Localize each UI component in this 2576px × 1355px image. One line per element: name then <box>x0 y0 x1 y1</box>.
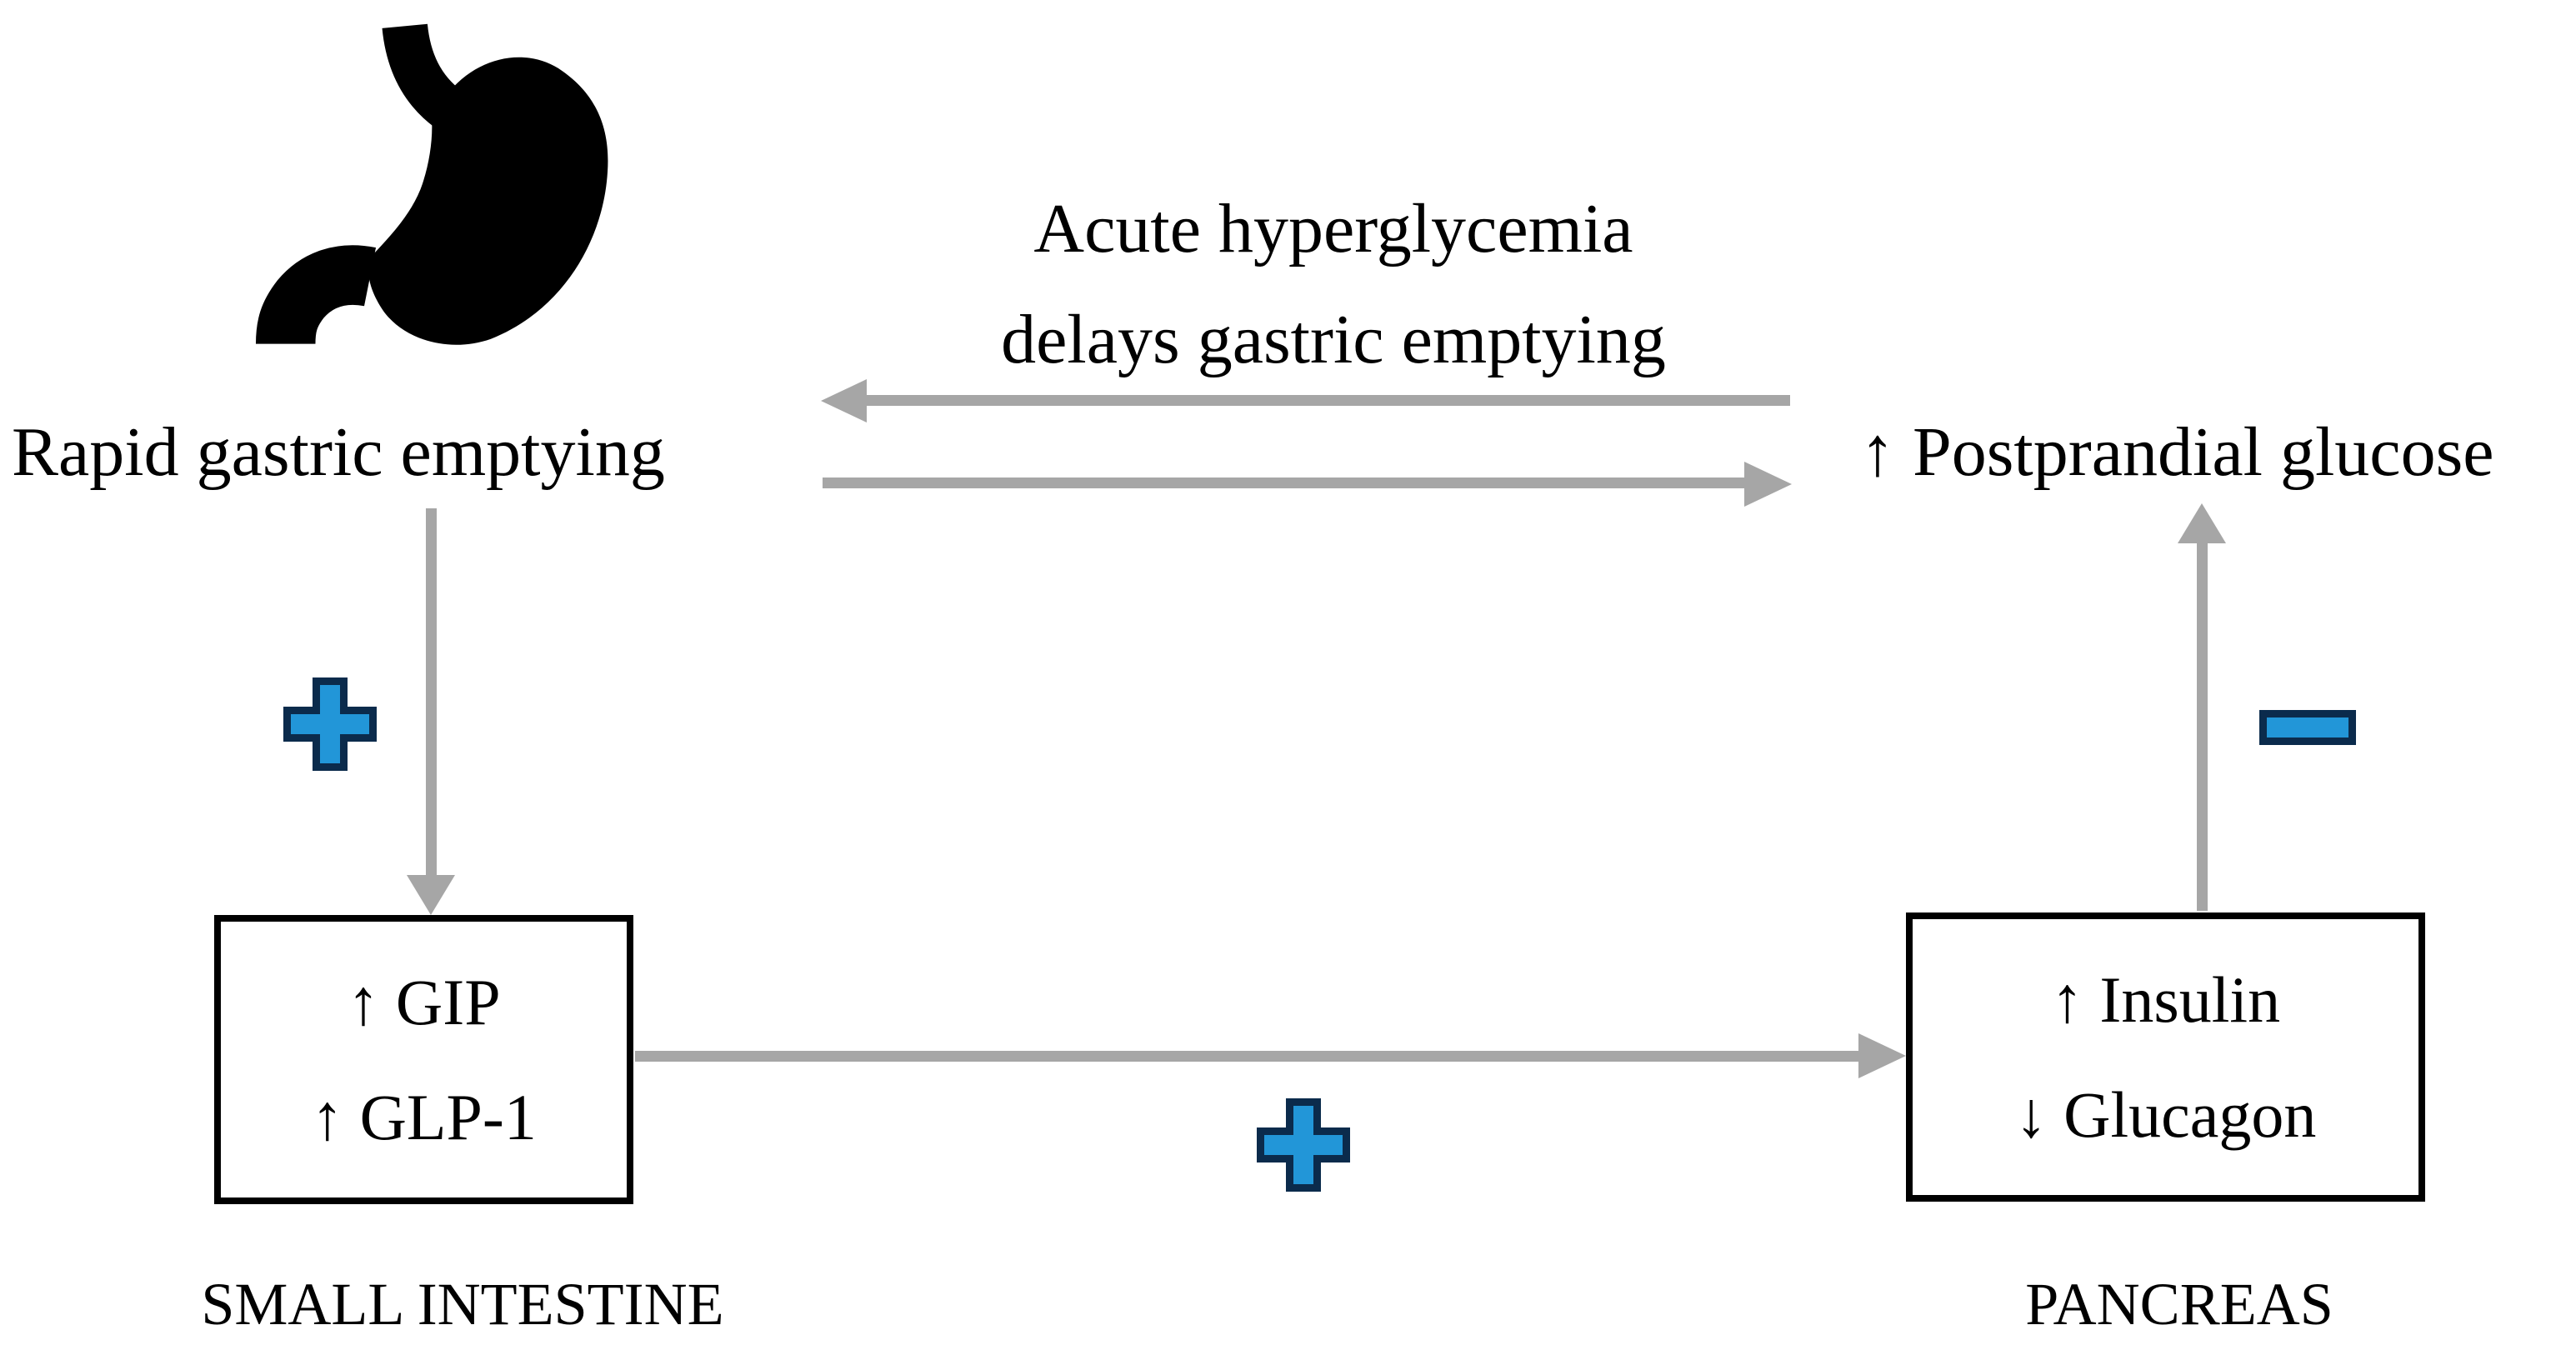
arrow-stomach-to-intestine-head <box>407 875 455 915</box>
rapid-gastric-emptying-label: Rapid gastric emptying <box>12 413 665 491</box>
pancreas-caption: PANCREAS <box>2025 1271 2333 1338</box>
arrow-stomach-to-glucose-head <box>1744 462 1792 507</box>
pancreas-box: ↑ Insulin ↓ Glucagon <box>1906 912 2425 1202</box>
arrow-pancreas-to-glucose-shaft <box>2197 543 2208 911</box>
glp1-label: ↑ GLP-1 <box>311 1080 537 1153</box>
arrow-intestine-to-pancreas-head <box>1858 1033 1906 1078</box>
arrow-stomach-to-intestine-shaft <box>426 508 437 877</box>
feedback-caption: Acute hyperglycemia delays gastric empty… <box>867 173 1800 395</box>
insulin-label: ↑ Insulin <box>2050 962 2281 1036</box>
gip-label: ↑ GIP <box>347 965 501 1038</box>
arrow-stomach-to-glucose-shaft <box>823 478 1744 488</box>
feedback-caption-line2: delays gastric emptying <box>1001 301 1666 378</box>
arrow-pancreas-to-glucose-head <box>2178 503 2226 543</box>
arrow-intestine-to-pancreas-shaft <box>635 1051 1860 1062</box>
small-intestine-box: ↑ GIP ↑ GLP-1 <box>214 915 633 1204</box>
small-intestine-caption: SMALL INTESTINE <box>201 1271 724 1338</box>
plus-sign <box>1257 1098 1350 1192</box>
feedback-caption-line1: Acute hyperglycemia <box>1033 190 1633 268</box>
glucagon-label: ↓ Glucagon <box>2014 1078 2317 1151</box>
stomach-icon <box>255 23 608 345</box>
postprandial-glucose-label: ↑ Postprandial glucose <box>1860 413 2494 491</box>
arrow-glucose-to-stomach-shaft <box>865 395 1790 406</box>
arrow-glucose-to-stomach-head <box>821 379 867 422</box>
minus-sign <box>2259 710 2356 745</box>
plus-sign <box>283 678 377 771</box>
